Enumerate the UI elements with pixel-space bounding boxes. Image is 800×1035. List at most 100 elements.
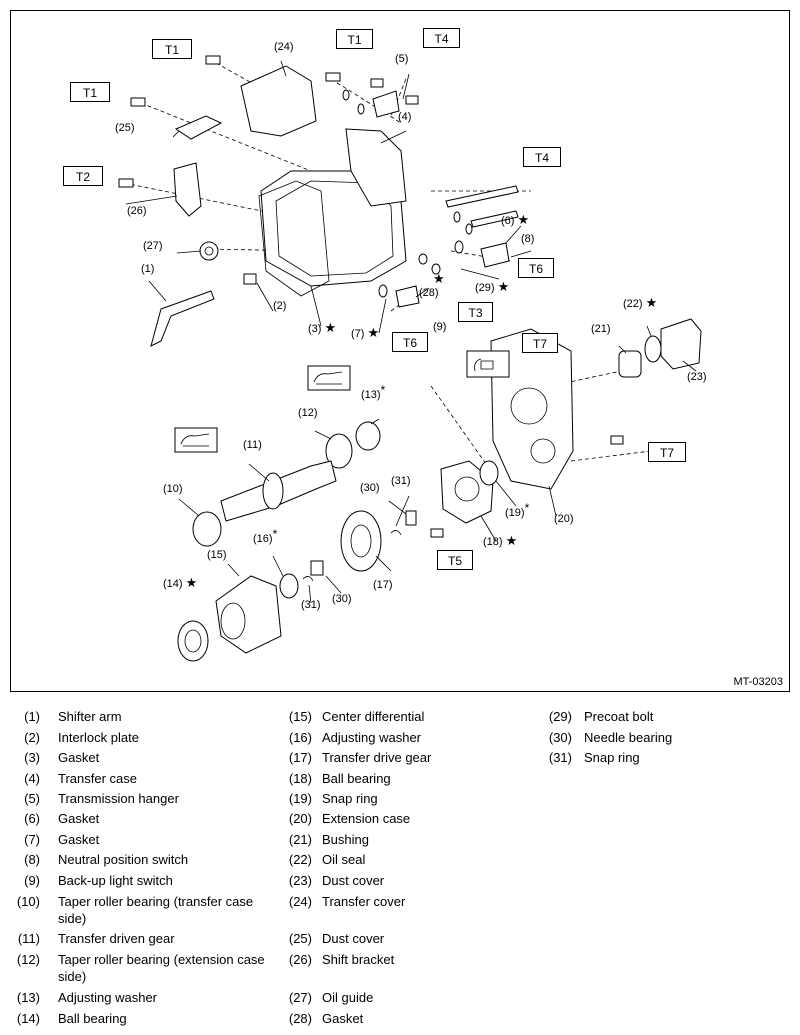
legend-item-name: Gasket <box>58 811 100 826</box>
callout-31: (31) <box>301 599 321 611</box>
callout-21: (21) <box>591 323 611 335</box>
callout-31: (31) <box>391 475 411 487</box>
legend-item-number: (6) <box>24 811 40 826</box>
sealant-icon <box>466 350 510 378</box>
callout-29: (29) ★ <box>475 279 510 294</box>
oil-guide-part <box>199 241 219 261</box>
legend-item-name: Taper roller bearing (extension case sid… <box>58 952 265 984</box>
dust-cover-25-part <box>174 115 223 140</box>
legend-item-name: Back-up light switch <box>58 873 173 888</box>
transfer-drive-gear-part <box>340 510 382 572</box>
legend-item-number: (13) <box>16 990 40 1005</box>
legend-item-name: Ball bearing <box>58 1011 127 1026</box>
grease-icon <box>307 365 351 391</box>
legend-item-number: (14) <box>16 1011 40 1026</box>
legend-item-number: (12) <box>16 952 40 967</box>
legend-item-number: (25) <box>288 931 312 946</box>
legend-item-number: (10) <box>16 894 40 909</box>
legend-item-name: Needle bearing <box>584 730 673 745</box>
torque-code-t6: T6 <box>518 258 554 278</box>
callout-2: (2) <box>273 300 287 312</box>
figure-id-label: MT-03203 <box>733 676 783 688</box>
bushing-part <box>618 350 642 378</box>
legend-item-name: Taper roller bearing (transfer case side… <box>58 894 254 926</box>
adjusting-washer-16-part <box>279 573 299 599</box>
torque-code-t2: T2 <box>63 166 103 186</box>
exploded-diagram-drawing <box>118 55 702 662</box>
backup-switch-part <box>395 285 420 308</box>
assembly-line <box>123 62 407 252</box>
callout-30: (30) <box>360 482 380 494</box>
callout-27: (27) <box>143 240 163 252</box>
callout-14: (14) ★ <box>163 575 198 590</box>
legend-item-name: Extension case <box>322 811 411 826</box>
taper-bearing-12-part <box>325 433 353 469</box>
legend-item-number: (18) <box>288 771 312 786</box>
legend-item-number: (2) <box>24 730 40 745</box>
legend-item-number: (31) <box>548 750 572 765</box>
bolt-parts <box>118 55 624 538</box>
callout-17: (17) <box>373 579 393 591</box>
legend-item-number: (9) <box>24 873 40 888</box>
extension-case-part <box>490 328 574 490</box>
torque-code-t6: T6 <box>392 332 428 352</box>
legend-item-name: Oil seal <box>322 852 366 867</box>
legend-item-name: Interlock plate <box>58 730 139 745</box>
gasket-3-part <box>258 180 330 297</box>
legend-item-number: (23) <box>288 873 312 888</box>
callout-22: (22) ★ <box>623 295 658 310</box>
legend-item-name: Ball bearing <box>322 771 391 786</box>
legend-item-name: Oil guide <box>322 990 374 1005</box>
neutral-switch-part <box>480 242 510 268</box>
callout-8: (8) <box>521 233 535 245</box>
legend-item-number: (30) <box>548 730 572 745</box>
shift-bracket-part <box>173 162 202 217</box>
callout-25: (25) <box>115 122 135 134</box>
legend-item-number: (15) <box>288 709 312 724</box>
legend-item-number: (20) <box>288 811 312 826</box>
callout-6: (6) ★ <box>501 212 530 227</box>
snap-ring-19-part <box>479 460 499 486</box>
callout-16: (16)* <box>253 527 278 545</box>
legend-item-name: Transfer cover <box>322 894 406 909</box>
snap-ring-31b-part <box>302 576 314 582</box>
callout-26: (26) <box>127 205 147 217</box>
callout-9: (9) <box>433 321 447 333</box>
legend-item-name: Shifter arm <box>58 709 122 724</box>
legend-item-number: (3) <box>24 750 40 765</box>
legend-item-name: Transfer driven gear <box>58 931 175 946</box>
callout-12: (12) <box>298 407 318 419</box>
legend-item-name: Bushing <box>322 832 369 847</box>
needle-bearing-30a-part <box>405 510 417 526</box>
legend-item-number: (21) <box>288 832 312 847</box>
exploded-view-figure: T1 T1 T1 T2 T3 T4 T4 T5 T6 T6 T7 T7 (1) … <box>10 10 790 692</box>
shifter-arm-part <box>150 290 215 347</box>
grease-icon <box>174 427 218 453</box>
legend-item-name: Dust cover <box>322 931 385 946</box>
dust-cover-23-part <box>660 318 702 370</box>
callout-20: (20) <box>554 513 574 525</box>
taper-bearing-10-part <box>192 511 222 547</box>
callout-18: (18) ★ <box>483 533 518 548</box>
legend-item-name: Transfer drive gear <box>322 750 432 765</box>
torque-code-t1: T1 <box>152 39 192 59</box>
legend-item-name: Snap ring <box>322 791 378 806</box>
callout-24: (24) <box>274 41 294 53</box>
adjusting-washer-13-part <box>355 421 381 451</box>
legend-item-name: Center differential <box>322 709 425 724</box>
callout-7: (7) ★ <box>351 325 380 340</box>
torque-code-t7: T7 <box>648 442 686 462</box>
callout-11: (11) <box>243 439 262 451</box>
callout-5: (5) <box>395 53 409 65</box>
ball-bearing-14-part <box>177 620 209 662</box>
legend-item-number: (8) <box>24 852 40 867</box>
legend-item-number: (17) <box>288 750 312 765</box>
legend-item-name: Gasket <box>58 750 100 765</box>
callout-10: (10) <box>163 483 183 495</box>
torque-code-t4: T4 <box>523 147 561 167</box>
legend-item-name: Gasket <box>58 832 100 847</box>
legend-item-name: Transmission hanger <box>58 791 179 806</box>
legend-item-number: (11) <box>17 931 40 946</box>
legend-item-number: (26) <box>288 952 312 967</box>
callout-15: (15) <box>207 549 227 561</box>
